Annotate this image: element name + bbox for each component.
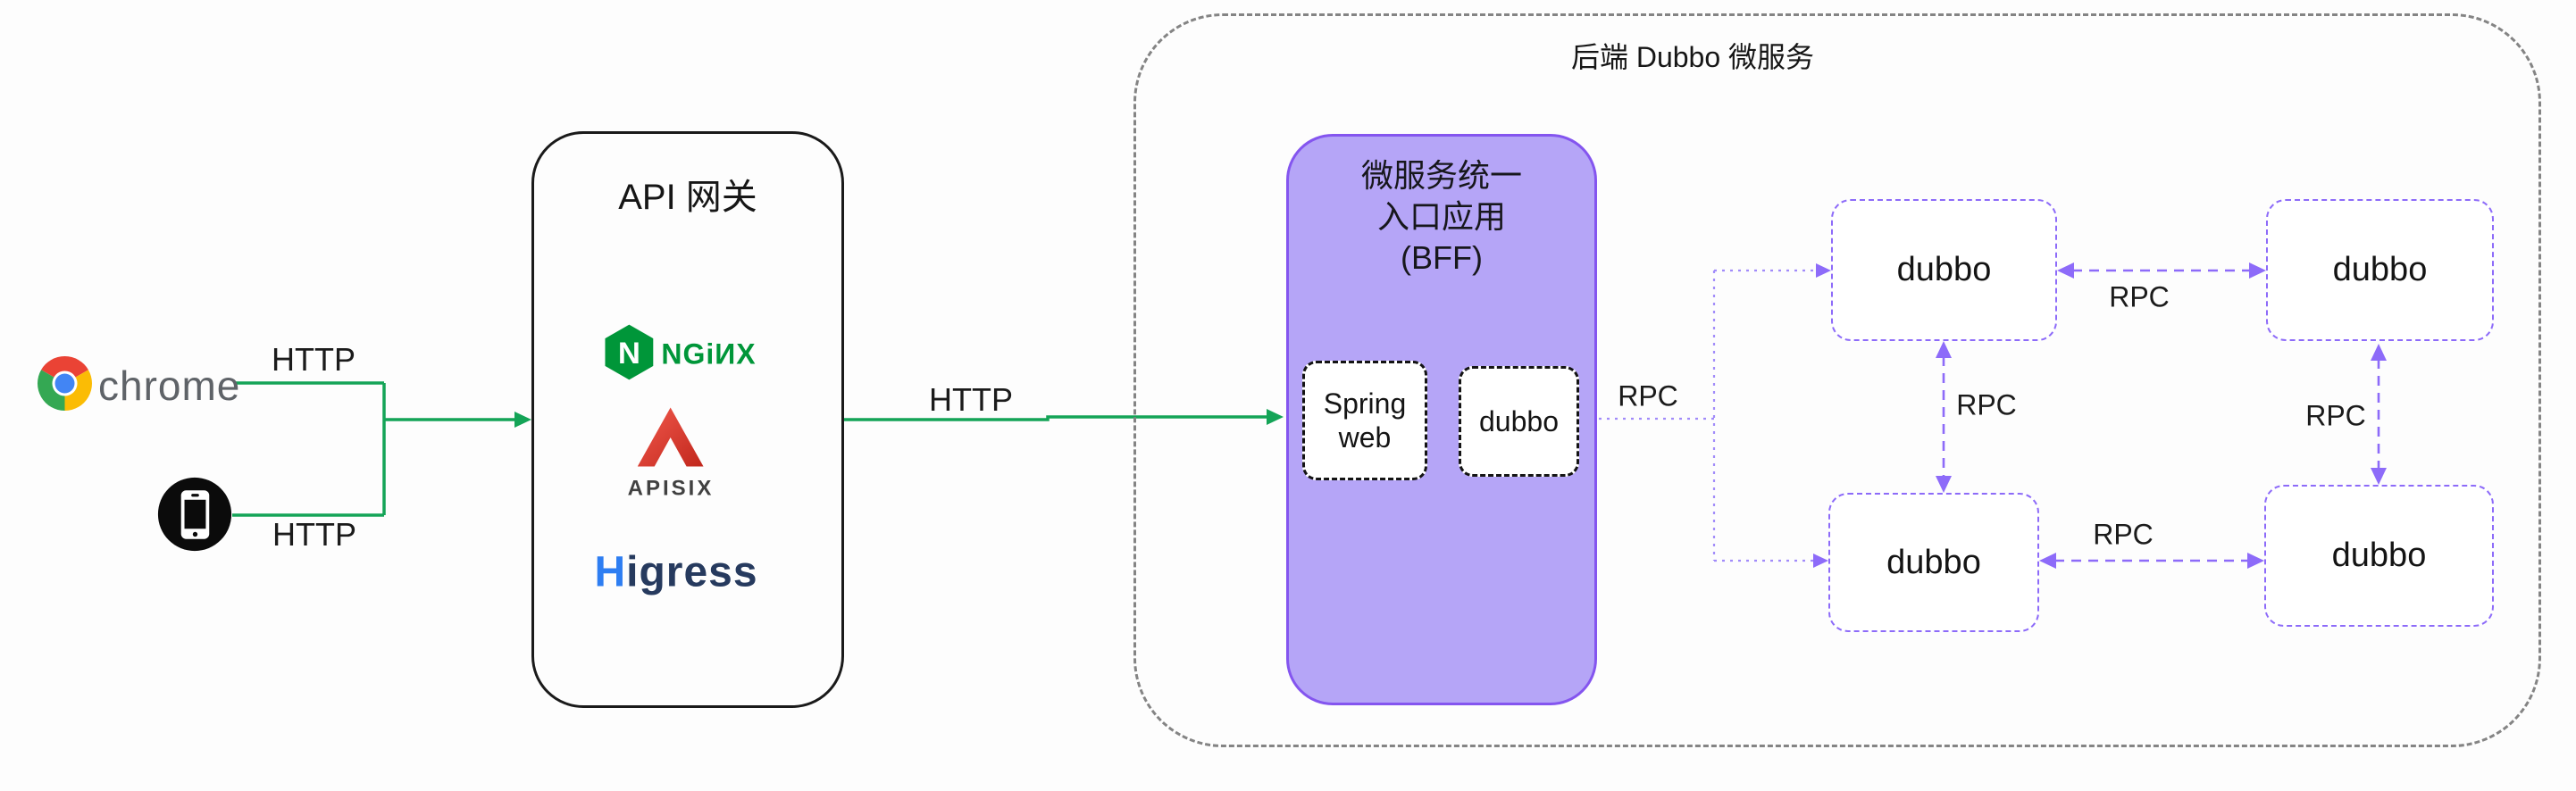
spring-web-label-line1: Spring [1323, 387, 1407, 420]
http-arrowhead-gateway [514, 412, 531, 428]
dubbo-node-label: dubbo [1896, 251, 1992, 288]
rpc-label-bottom: RPC [2093, 518, 2154, 551]
rpc-connector-bff [1599, 269, 1816, 562]
apisix-wordmark: APISIX [627, 476, 715, 501]
chrome-logo-icon [38, 356, 92, 411]
rpc-arrowhead-node-bl [1813, 554, 1828, 568]
apisix-logo: APISIX [627, 407, 715, 502]
chrome-label: chrome [98, 362, 241, 409]
rpc-link-left [1936, 341, 1952, 493]
rpc-arrowhead-node-tl [1816, 263, 1831, 278]
higress-logo: Higress [594, 548, 757, 597]
rpc-label-bff: RPC [1618, 379, 1678, 412]
bff-title-line3: (BFF) [1401, 239, 1483, 276]
smartphone-icon [156, 476, 233, 553]
http-connector-chrome [232, 381, 517, 517]
rpc-label-left: RPC [1956, 388, 2017, 421]
bff-title-line2: 入口应用 [1376, 198, 1507, 235]
dubbo-node-bottom-right: dubbo [2264, 485, 2494, 627]
dubbo-node-label: dubbo [2332, 251, 2428, 288]
bff-title: 微服务统一 入口应用 (BFF) [1361, 155, 1522, 279]
api-gateway-box [531, 131, 844, 708]
dubbo-node-label: dubbo [1886, 543, 1981, 581]
backend-dubbo-container [1133, 13, 2541, 747]
bff-dubbo-label: dubbo [1479, 405, 1559, 437]
api-gateway-title: API 网关 [618, 178, 757, 217]
higress-wordmark: igress [626, 548, 758, 596]
dubbo-node-top-right: dubbo [2266, 199, 2494, 341]
http-arrowhead-bff [1267, 409, 1284, 425]
http-connector-gateway-bff [844, 415, 1269, 421]
nginx-logo: N NGiИX [605, 324, 757, 385]
nginx-wordmark: NGiИX [661, 337, 757, 371]
dubbo-node-top-left: dubbo [1831, 199, 2057, 341]
nginx-hexagon-icon: N [605, 324, 654, 385]
rpc-label-right: RPC [2305, 399, 2366, 432]
rpc-link-top [2057, 262, 2266, 279]
spring-web-box: Spring web [1302, 361, 1427, 480]
rpc-link-right [2371, 344, 2387, 485]
rpc-link-bottom [2039, 553, 2264, 569]
svg-text:N: N [618, 337, 640, 371]
backend-title: 后端 Dubbo 微服务 [1570, 41, 1815, 73]
apisix-triangle-icon [638, 407, 704, 471]
bff-title-line1: 微服务统一 [1360, 157, 1523, 194]
http-label-chrome: HTTP [272, 341, 355, 378]
http-label-mobile: HTTP [272, 516, 356, 553]
spring-web-label-line2: web [1338, 421, 1392, 454]
rpc-label-top: RPC [2109, 280, 2170, 313]
higress-initial: H [594, 548, 627, 596]
bff-dubbo-box: dubbo [1459, 366, 1579, 477]
http-label-gateway-bff: HTTP [929, 381, 1013, 418]
dubbo-node-bottom-left: dubbo [1828, 493, 2039, 632]
dubbo-node-label: dubbo [2331, 537, 2427, 574]
